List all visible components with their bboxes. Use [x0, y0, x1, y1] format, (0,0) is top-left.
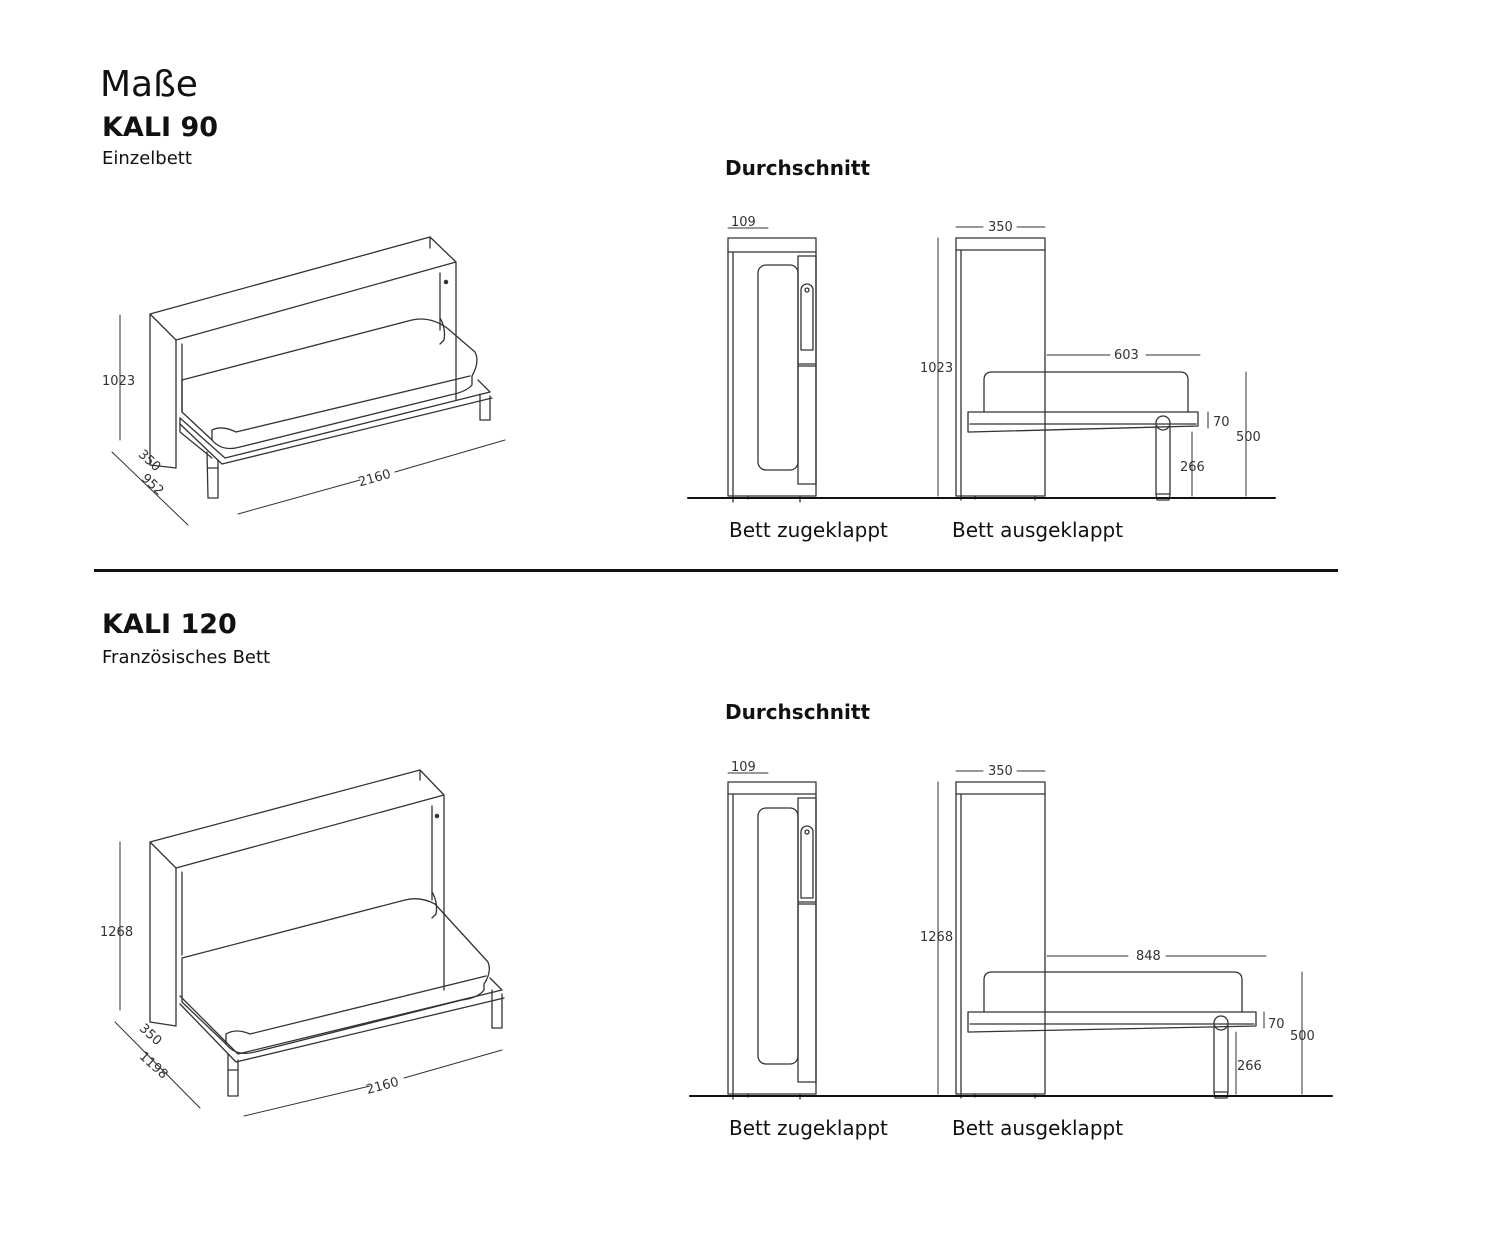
section-heading-kali-90: Durchschnitt [725, 156, 871, 180]
iso-height-label: 1023 [102, 374, 135, 389]
closed-depth-label: 109 [731, 215, 756, 230]
leg-label: 266 [1180, 460, 1205, 475]
iso-depth-label: 350 [135, 447, 163, 475]
model-title-kali-120: KALI 120 [102, 609, 237, 640]
section-open-kali-120: 350 1268 848 70 266 500 [920, 764, 1315, 1099]
section-heading-kali-120: Durchschnitt [725, 700, 871, 724]
iso-depth-label-120: 350 [136, 1021, 164, 1049]
iso-length-label: 2160 [357, 467, 393, 491]
iso-drawing-kali-90: 1023 350 952 2160 [102, 236, 506, 526]
leg-label-120: 266 [1237, 1059, 1262, 1074]
iso-width-label-120: 1198 [136, 1049, 171, 1082]
open-height-label: 1023 [920, 361, 953, 376]
caption-open-kali-120: Bett ausgeklappt [952, 1116, 1124, 1140]
open-height-label-120: 1268 [920, 930, 953, 945]
section-open-kali-90: 350 1023 603 70 266 500 [920, 220, 1261, 501]
caption-open-kali-90: Bett ausgeklappt [952, 518, 1124, 542]
iso-width-label: 952 [138, 471, 166, 499]
caption-closed-kali-90: Bett zugeklappt [729, 518, 888, 542]
model-type-kali-90: Einzelbett [102, 148, 192, 169]
section-closed-kali-120: 109 [727, 760, 817, 1100]
bed-height-label-120: 500 [1290, 1029, 1315, 1044]
frame-label-120: 70 [1268, 1017, 1285, 1032]
bed-height-label: 500 [1236, 430, 1261, 445]
section-divider [94, 569, 1338, 572]
closed-depth-label-120: 109 [731, 760, 756, 775]
iso-length-label-120: 2160 [365, 1075, 401, 1098]
open-depth-label: 350 [988, 220, 1013, 235]
model-title-kali-90: KALI 90 [102, 112, 219, 143]
frame-label: 70 [1213, 415, 1230, 430]
extension-label-120: 848 [1136, 949, 1161, 964]
extension-label: 603 [1114, 348, 1139, 363]
section-closed-kali-90: 109 [727, 215, 817, 503]
iso-drawing-kali-120: 1268 350 1198 2160 [100, 769, 505, 1117]
caption-closed-kali-120: Bett zugeklappt [729, 1116, 888, 1140]
iso-height-label-120: 1268 [100, 925, 133, 940]
page-title: Maße [100, 64, 198, 105]
model-type-kali-120: Französisches Bett [102, 647, 271, 668]
open-depth-label-120: 350 [988, 764, 1013, 779]
